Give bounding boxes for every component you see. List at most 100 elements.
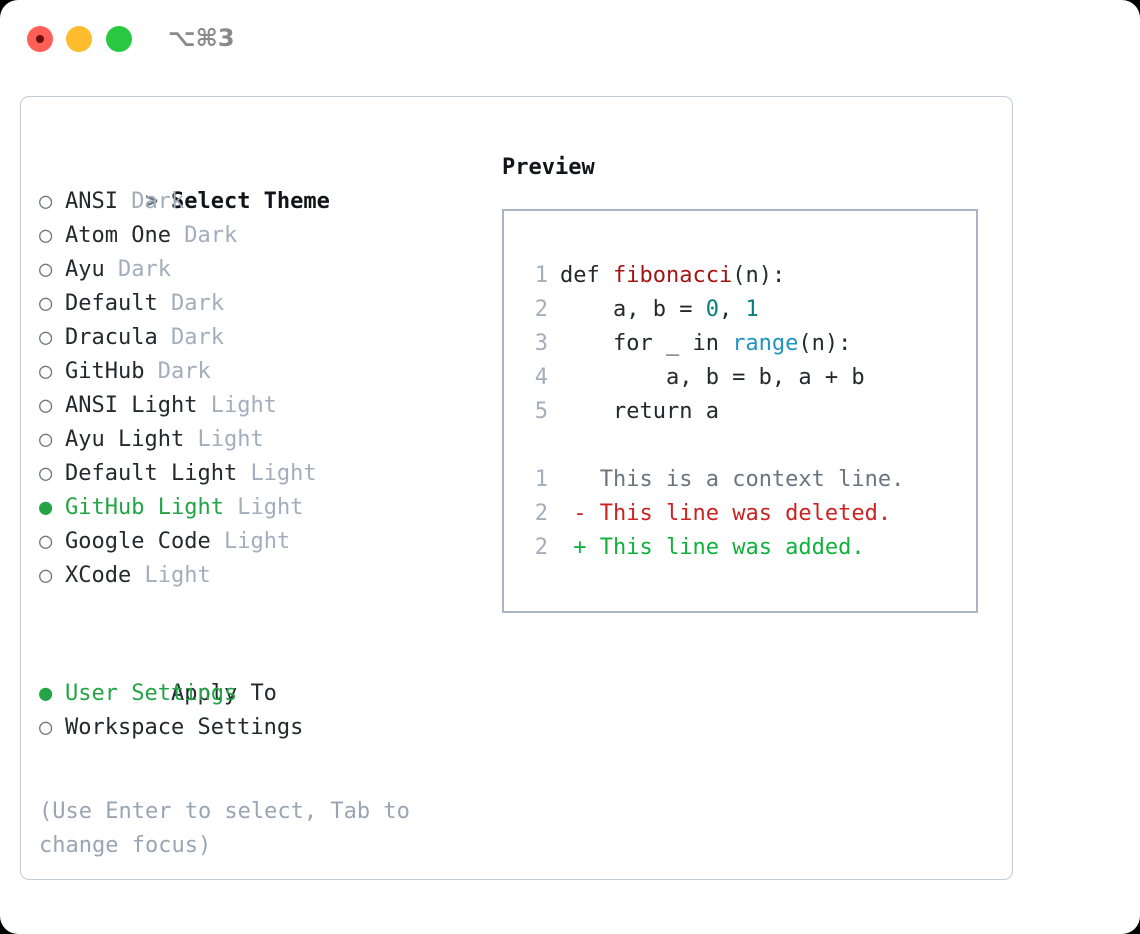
theme-name-label: ANSI: [65, 189, 118, 214]
code-token: def: [560, 263, 613, 288]
line-number: 2: [534, 297, 548, 322]
theme-name-label: Ayu: [65, 257, 105, 282]
radio-unselected-icon: ○: [39, 257, 66, 282]
apply-to-list: ● User Settings○ Workspace Settings: [39, 677, 479, 745]
theme-category-label: Light: [237, 495, 304, 520]
theme-category-label: Light: [210, 393, 277, 418]
radio-unselected-icon: ○: [39, 715, 66, 740]
code-token: fibonacci: [612, 263, 733, 288]
radio-selected-icon: ●: [39, 681, 66, 706]
code-token: for _ in: [560, 331, 733, 356]
theme-list-item[interactable]: ○ Atom One Dark: [39, 219, 479, 253]
line-number: 2: [534, 501, 548, 526]
code-token: return a: [560, 399, 719, 424]
theme-category-label: Light: [197, 427, 264, 452]
diff-text: This line was added.: [599, 535, 865, 560]
radio-unselected-icon: ○: [39, 461, 66, 486]
diff-sign: +: [560, 535, 600, 560]
theme-name-label: Default: [65, 291, 158, 316]
radio-selected-icon: ●: [39, 495, 66, 520]
preview-spacer: [520, 429, 976, 463]
theme-name-label: GitHub: [65, 359, 145, 384]
minimize-window-button[interactable]: [66, 26, 92, 52]
theme-category-label: Dark: [184, 223, 238, 248]
diff-line: 1 This is a context line.: [520, 463, 976, 497]
theme-name-label: Default Light: [65, 461, 238, 486]
radio-unselected-icon: ○: [39, 529, 66, 554]
code-token: range: [732, 331, 799, 356]
maximize-window-button[interactable]: [106, 26, 132, 52]
code-line: 1 def fibonacci(n):: [520, 259, 976, 293]
apply-to-label: User Settings: [65, 681, 238, 706]
title-bar: ⌥⌘3: [0, 0, 1140, 78]
code-token: (n):: [798, 331, 852, 356]
code-line: 3 for _ in range(n):: [520, 327, 976, 361]
line-number: 5: [534, 399, 548, 424]
theme-list-item[interactable]: ○ GitHub Dark: [39, 355, 479, 389]
code-line: 5 return a: [520, 395, 976, 429]
theme-category-label: Dark: [131, 189, 185, 214]
theme-list-item[interactable]: ○ ANSI Dark: [39, 185, 479, 219]
radio-unselected-icon: ○: [39, 291, 66, 316]
theme-category-label: Dark: [170, 291, 224, 316]
theme-picker-heading: > Select Theme: [39, 151, 479, 214]
code-token: 1: [745, 297, 759, 322]
theme-category-label: Light: [250, 461, 317, 486]
theme-name-label: Ayu Light: [65, 427, 185, 452]
code-token: a, b =: [560, 297, 706, 322]
code-line: 2 a, b = 0, 1: [520, 293, 976, 327]
radio-unselected-icon: ○: [39, 189, 66, 214]
radio-unselected-icon: ○: [39, 325, 66, 350]
close-window-button[interactable]: [27, 26, 53, 52]
preview-heading: Preview: [502, 155, 595, 180]
theme-list-item[interactable]: ○ Default Dark: [39, 287, 479, 321]
line-number: 1: [534, 263, 548, 288]
theme-list-item[interactable]: ○ Ayu Dark: [39, 253, 479, 287]
theme-picker-heading-label: Select Theme: [170, 189, 330, 214]
code-token: a, b = b, a + b: [560, 365, 865, 390]
theme-category-label: Dark: [157, 359, 211, 384]
radio-unselected-icon: ○: [39, 393, 66, 418]
theme-category-label: Light: [144, 563, 211, 588]
line-number: 2: [534, 535, 548, 560]
apply-to-heading: Apply To: [39, 643, 479, 706]
theme-name-label: GitHub Light: [65, 495, 224, 520]
keyboard-hint-text: (Use Enter to select, Tab to change focu…: [39, 799, 424, 858]
theme-category-label: Dark: [118, 257, 171, 282]
diff-sample: 1 This is a context line. 2 - This line w…: [520, 463, 976, 565]
line-number: 1: [534, 467, 548, 492]
theme-list-item[interactable]: ○ ANSI Light Light: [39, 389, 479, 423]
radio-unselected-icon: ○: [39, 427, 66, 452]
apply-to-item[interactable]: ● User Settings: [39, 677, 479, 711]
theme-name-label: Google Code: [65, 529, 211, 554]
diff-line: 2 + This line was added.: [520, 531, 976, 565]
line-number: 3: [534, 331, 548, 356]
theme-name-label: ANSI Light: [65, 393, 198, 418]
theme-list-item[interactable]: ○ Google Code Light: [39, 525, 479, 559]
theme-list-item[interactable]: ○ Ayu Light Light: [39, 423, 479, 457]
theme-list-item[interactable]: ○ Default Light Light: [39, 457, 479, 491]
cursor-prompt-icon: >: [144, 189, 172, 214]
theme-list-item[interactable]: ○ Dracula Dark: [39, 321, 479, 355]
radio-unselected-icon: ○: [39, 563, 66, 588]
keyboard-shortcut-label: ⌥⌘3: [168, 24, 235, 52]
code-token: ,: [718, 297, 746, 322]
diff-text: This is a context line.: [599, 467, 905, 492]
apply-to-item[interactable]: ○ Workspace Settings: [39, 711, 479, 745]
main-panel: > Select Theme ○ ANSI Dark○ Atom One Dar…: [20, 96, 1013, 880]
apply-to-label: Workspace Settings: [65, 715, 304, 740]
theme-list-item[interactable]: ● GitHub Light Light: [39, 491, 479, 525]
code-line: 4 a, b = b, a + b: [520, 361, 976, 395]
diff-text: This line was deleted.: [599, 501, 892, 526]
theme-category-label: Light: [223, 529, 291, 554]
radio-unselected-icon: ○: [39, 359, 66, 384]
theme-list-item[interactable]: ○ XCode Light: [39, 559, 479, 593]
apply-to-heading-label: Apply To: [170, 681, 277, 706]
line-number: 4: [534, 365, 548, 390]
code-token: (n):: [732, 263, 786, 288]
diff-sign: -: [560, 501, 600, 526]
